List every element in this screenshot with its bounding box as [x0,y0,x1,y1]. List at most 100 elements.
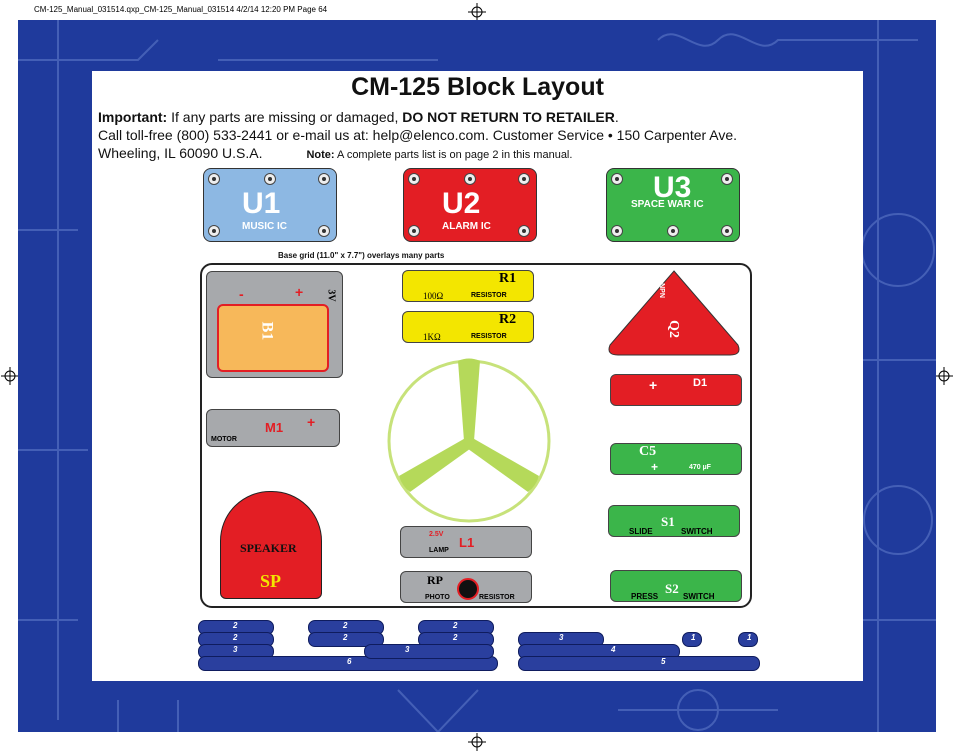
r2-value: 1KΩ [423,332,441,342]
lamp-l1: 2.5V L1 LAMP [400,526,532,558]
photo-sensor [457,578,479,600]
ic-u1-label: MUSIC IC [242,221,287,232]
registration-mark-right [935,367,953,385]
snap [464,173,476,185]
content-panel: CM-125 Block Layout Important: If any pa… [92,71,863,681]
snap-wire: 2 [418,620,494,635]
important-line: Important: If any parts are missing or d… [98,109,619,125]
lamp-volt: 2.5V [429,531,444,538]
wire-number: 2 [453,633,458,642]
speaker-code: SP [260,571,282,591]
snap-wire: 1 [738,632,758,647]
snap [208,173,220,185]
photo-right: RESISTOR [479,594,515,601]
circuit-pattern [18,20,936,732]
s1-left: SLIDE [629,527,653,536]
snap [408,173,420,185]
battery-holder [217,304,329,372]
snap [518,225,530,237]
battery-plus: + [295,284,304,300]
note: Note: A complete parts list is on page 2… [306,149,572,161]
snap [318,225,330,237]
d1-plus: + [649,377,658,393]
s2-right: SWITCH [683,592,715,601]
battery-voltage: 3V [325,289,337,302]
battery-minus: - [239,286,244,302]
ic-u2-label: ALARM IC [442,221,491,232]
transistor-q2 [608,270,740,356]
motor-code: M1 [265,420,284,435]
wire-number: 2 [233,633,238,642]
snap [667,225,679,237]
ic-u1: U1 MUSIC IC [203,168,337,242]
note-text: A complete parts list is on page 2 in th… [334,149,573,161]
snap [611,225,623,237]
address-line: Wheeling, IL 60090 U.S.A.Note: A complet… [98,145,572,161]
snap [408,225,420,237]
photo-code: RP [427,573,443,587]
snap [208,225,220,237]
r1-code: R1 [499,271,517,286]
ic-u3: U3 SPACE WAR IC [606,168,740,242]
wire-number: 3 [405,645,410,654]
resistor-r1: R1 100Ω RESISTOR [402,270,534,302]
q2-code: Q2 [665,320,681,338]
resistor-r2: R2 1KΩ RESISTOR [402,311,534,343]
page-title: CM-125 Block Layout [351,73,604,101]
wire-number: 5 [661,657,666,666]
wire-number: 2 [343,621,348,630]
wire-number: 4 [611,645,616,654]
important-text: If any parts are missing or damaged, [167,109,403,125]
c5-value: 470 µF [689,464,711,471]
c5-plus: + [651,460,659,474]
motor-text: MOTOR [211,436,237,443]
ic-u1-code: U1 [242,187,281,220]
snap [264,173,276,185]
snap-wire: 3 [364,644,494,659]
snap-wire: 5 [518,656,760,671]
contact-line: Call toll-free (800) 533-2441 or e-mail … [98,127,738,143]
wire-number: 6 [347,657,352,666]
ic-u2-code: U2 [442,187,481,220]
photo-left: PHOTO [425,594,450,601]
d1-code: D1 [693,377,708,389]
ic-u3-label: SPACE WAR IC [631,199,704,210]
speaker-sp [220,491,322,599]
snap [611,173,623,185]
press-switch-s2: S2 PRESS SWITCH [610,570,742,602]
s1-code: S1 [661,514,675,529]
snap [721,173,733,185]
speaker-label: SPEAKER [240,541,297,555]
lamp-code: L1 [459,535,475,550]
slide-switch-s1: S1 SLIDE SWITCH [608,505,740,537]
r1-text: RESISTOR [471,292,507,299]
wire-number: 2 [233,621,238,630]
snap-wire: 2 [308,632,384,647]
wire-number: 2 [343,633,348,642]
wire-number: 3 [559,633,564,642]
snap [518,173,530,185]
base-grid [200,263,752,608]
ic-u2: U2 ALARM IC [403,168,537,242]
s1-right: SWITCH [681,527,713,536]
motor-m1: M1 + MOTOR [206,409,340,447]
wire-number: 2 [453,621,458,630]
s2-left: PRESS [631,592,659,601]
fan-blade [387,358,551,523]
snap-wire: 6 [198,656,498,671]
important-end: . [614,109,619,125]
battery-label: B1 [258,321,276,341]
capacitor-c5: C5 + 470 µF [610,443,742,475]
important-bold: DO NOT RETURN TO RETAILER [402,109,615,125]
registration-mark-bottom [468,733,486,751]
wire-number: 1 [747,633,752,642]
battery-b1: - + 3V B1 [206,271,343,378]
r1-value: 100Ω [423,291,444,301]
snap [318,173,330,185]
snap-wire: 1 [682,632,702,647]
r2-text: RESISTOR [471,333,507,340]
grid-label: Base grid (11.0" x 7.7") overlays many p… [278,251,445,260]
diode-d1: + D1 [610,374,742,406]
lamp-text: LAMP [429,547,449,554]
q2-type: NPN [657,283,665,298]
